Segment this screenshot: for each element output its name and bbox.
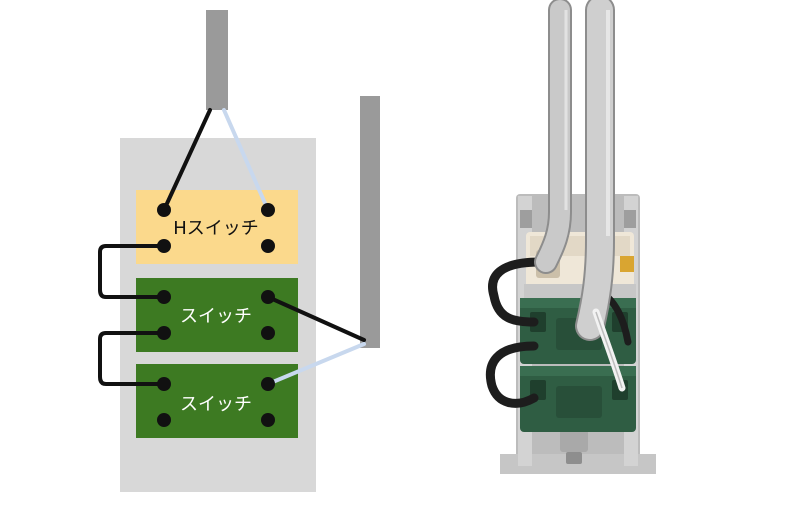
switch-1-label: スイッチ <box>180 306 252 327</box>
cable-conduit-right <box>360 96 380 348</box>
switch-2-label: スイッチ <box>180 394 252 415</box>
photo-jumper-wire-1 <box>488 257 545 327</box>
gray-cable-left-fill <box>536 0 570 272</box>
gray-cable-right-fill <box>577 0 613 339</box>
terminal-s1-tr <box>261 290 275 304</box>
terminal-h-tr <box>261 203 275 217</box>
white-wire-supply <box>222 108 270 212</box>
terminal-h-tl <box>157 203 171 217</box>
green-switch-photo-2 <box>520 366 636 432</box>
photo-jumper-wire-2 <box>485 341 539 408</box>
wired-switch-assembly-photo <box>485 0 656 474</box>
white-wire-load <box>266 342 366 386</box>
terminal-s1-tl <box>157 290 171 304</box>
terminal-h-bl <box>157 239 171 253</box>
jumper-wire-2 <box>98 331 164 386</box>
photo-white-wire-edge <box>595 311 623 389</box>
black-wire-supply <box>162 108 212 212</box>
h-switch-label: Hスイッチ <box>173 218 259 239</box>
terminal-s2-bl <box>157 413 171 427</box>
terminal-h-br <box>261 239 275 253</box>
terminal-s2-tl <box>157 377 171 391</box>
terminal-s1-bl <box>157 326 171 340</box>
terminal-s1-br <box>261 326 275 340</box>
terminal-s2-tr <box>261 377 275 391</box>
wiring-diagram: Hスイッチ スイッチ スイッチ <box>98 10 380 492</box>
terminal-s2-br <box>261 413 275 427</box>
black-wire-load <box>266 295 366 342</box>
jumper-wire-1 <box>98 244 164 299</box>
cable-conduit-top <box>206 10 228 110</box>
